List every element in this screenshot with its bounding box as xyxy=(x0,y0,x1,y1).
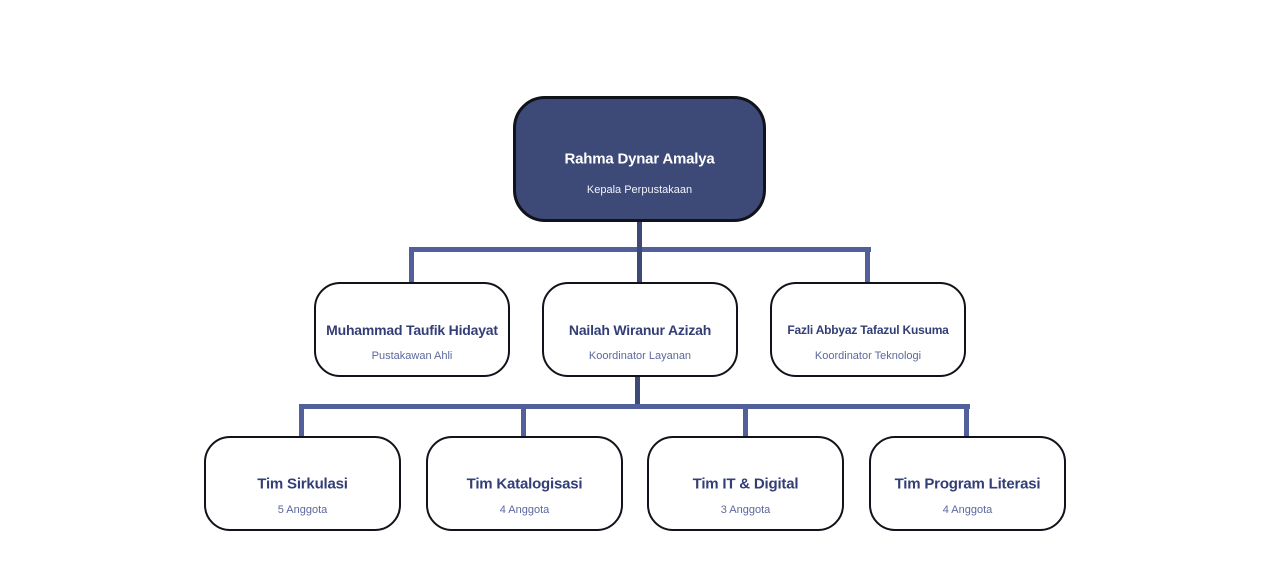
team-members: 4 Anggota xyxy=(499,503,550,516)
person-title: Kepala Perpustakaan xyxy=(586,183,693,196)
connector-teams-horizontal xyxy=(299,404,970,409)
team-members: 4 Anggota xyxy=(942,503,993,516)
team-name: Tim Program Literasi xyxy=(894,475,1041,492)
connector-coordinator-feed xyxy=(635,377,640,407)
org-node-tim-it-digital: Tim IT & Digital 3 Anggota xyxy=(647,436,844,531)
org-node-tim-program-literasi: Tim Program Literasi 4 Anggota xyxy=(869,436,1066,531)
connector-drop-left xyxy=(409,247,414,282)
person-name: Rahma Dynar Amalya xyxy=(564,150,715,168)
team-name: Tim Katalogisasi xyxy=(466,475,583,492)
person-name: Nailah Wiranur Azizah xyxy=(568,321,712,338)
connector-team-drop-4 xyxy=(964,404,969,436)
team-members: 3 Anggota xyxy=(720,503,771,516)
person-title: Pustakawan Ahli xyxy=(371,349,453,362)
org-node-tim-katalogisasi: Tim Katalogisasi 4 Anggota xyxy=(426,436,623,531)
org-node-tim-sirkulasi: Tim Sirkulasi 5 Anggota xyxy=(204,436,401,531)
person-name: Fazli Abbyaz Tafazul Kusuma xyxy=(787,322,949,337)
connector-team-drop-2 xyxy=(521,404,526,436)
person-title: Koordinator Layanan xyxy=(588,349,692,362)
team-name: Tim Sirkulasi xyxy=(257,475,348,492)
connector-drop-right xyxy=(865,247,870,282)
connector-team-drop-3 xyxy=(743,404,748,436)
team-name: Tim IT & Digital xyxy=(692,475,799,492)
person-title: Koordinator Teknologi xyxy=(814,349,922,362)
team-members: 5 Anggota xyxy=(277,503,328,516)
connector-root-feed xyxy=(637,222,642,252)
person-name: Muhammad Taufik Hidayat xyxy=(326,321,498,338)
org-node-root: Rahma Dynar Amalya Kepala Perpustakaan xyxy=(513,96,766,222)
connector-team-drop-1 xyxy=(299,404,304,436)
org-node-koordinator-teknologi: Fazli Abbyaz Tafazul Kusuma Koordinator … xyxy=(770,282,966,377)
org-node-koordinator-layanan: Nailah Wiranur Azizah Koordinator Layana… xyxy=(542,282,738,377)
connector-drop-center xyxy=(637,247,642,282)
org-node-pustakawan-ahli: Muhammad Taufik Hidayat Pustakawan Ahli xyxy=(314,282,510,377)
